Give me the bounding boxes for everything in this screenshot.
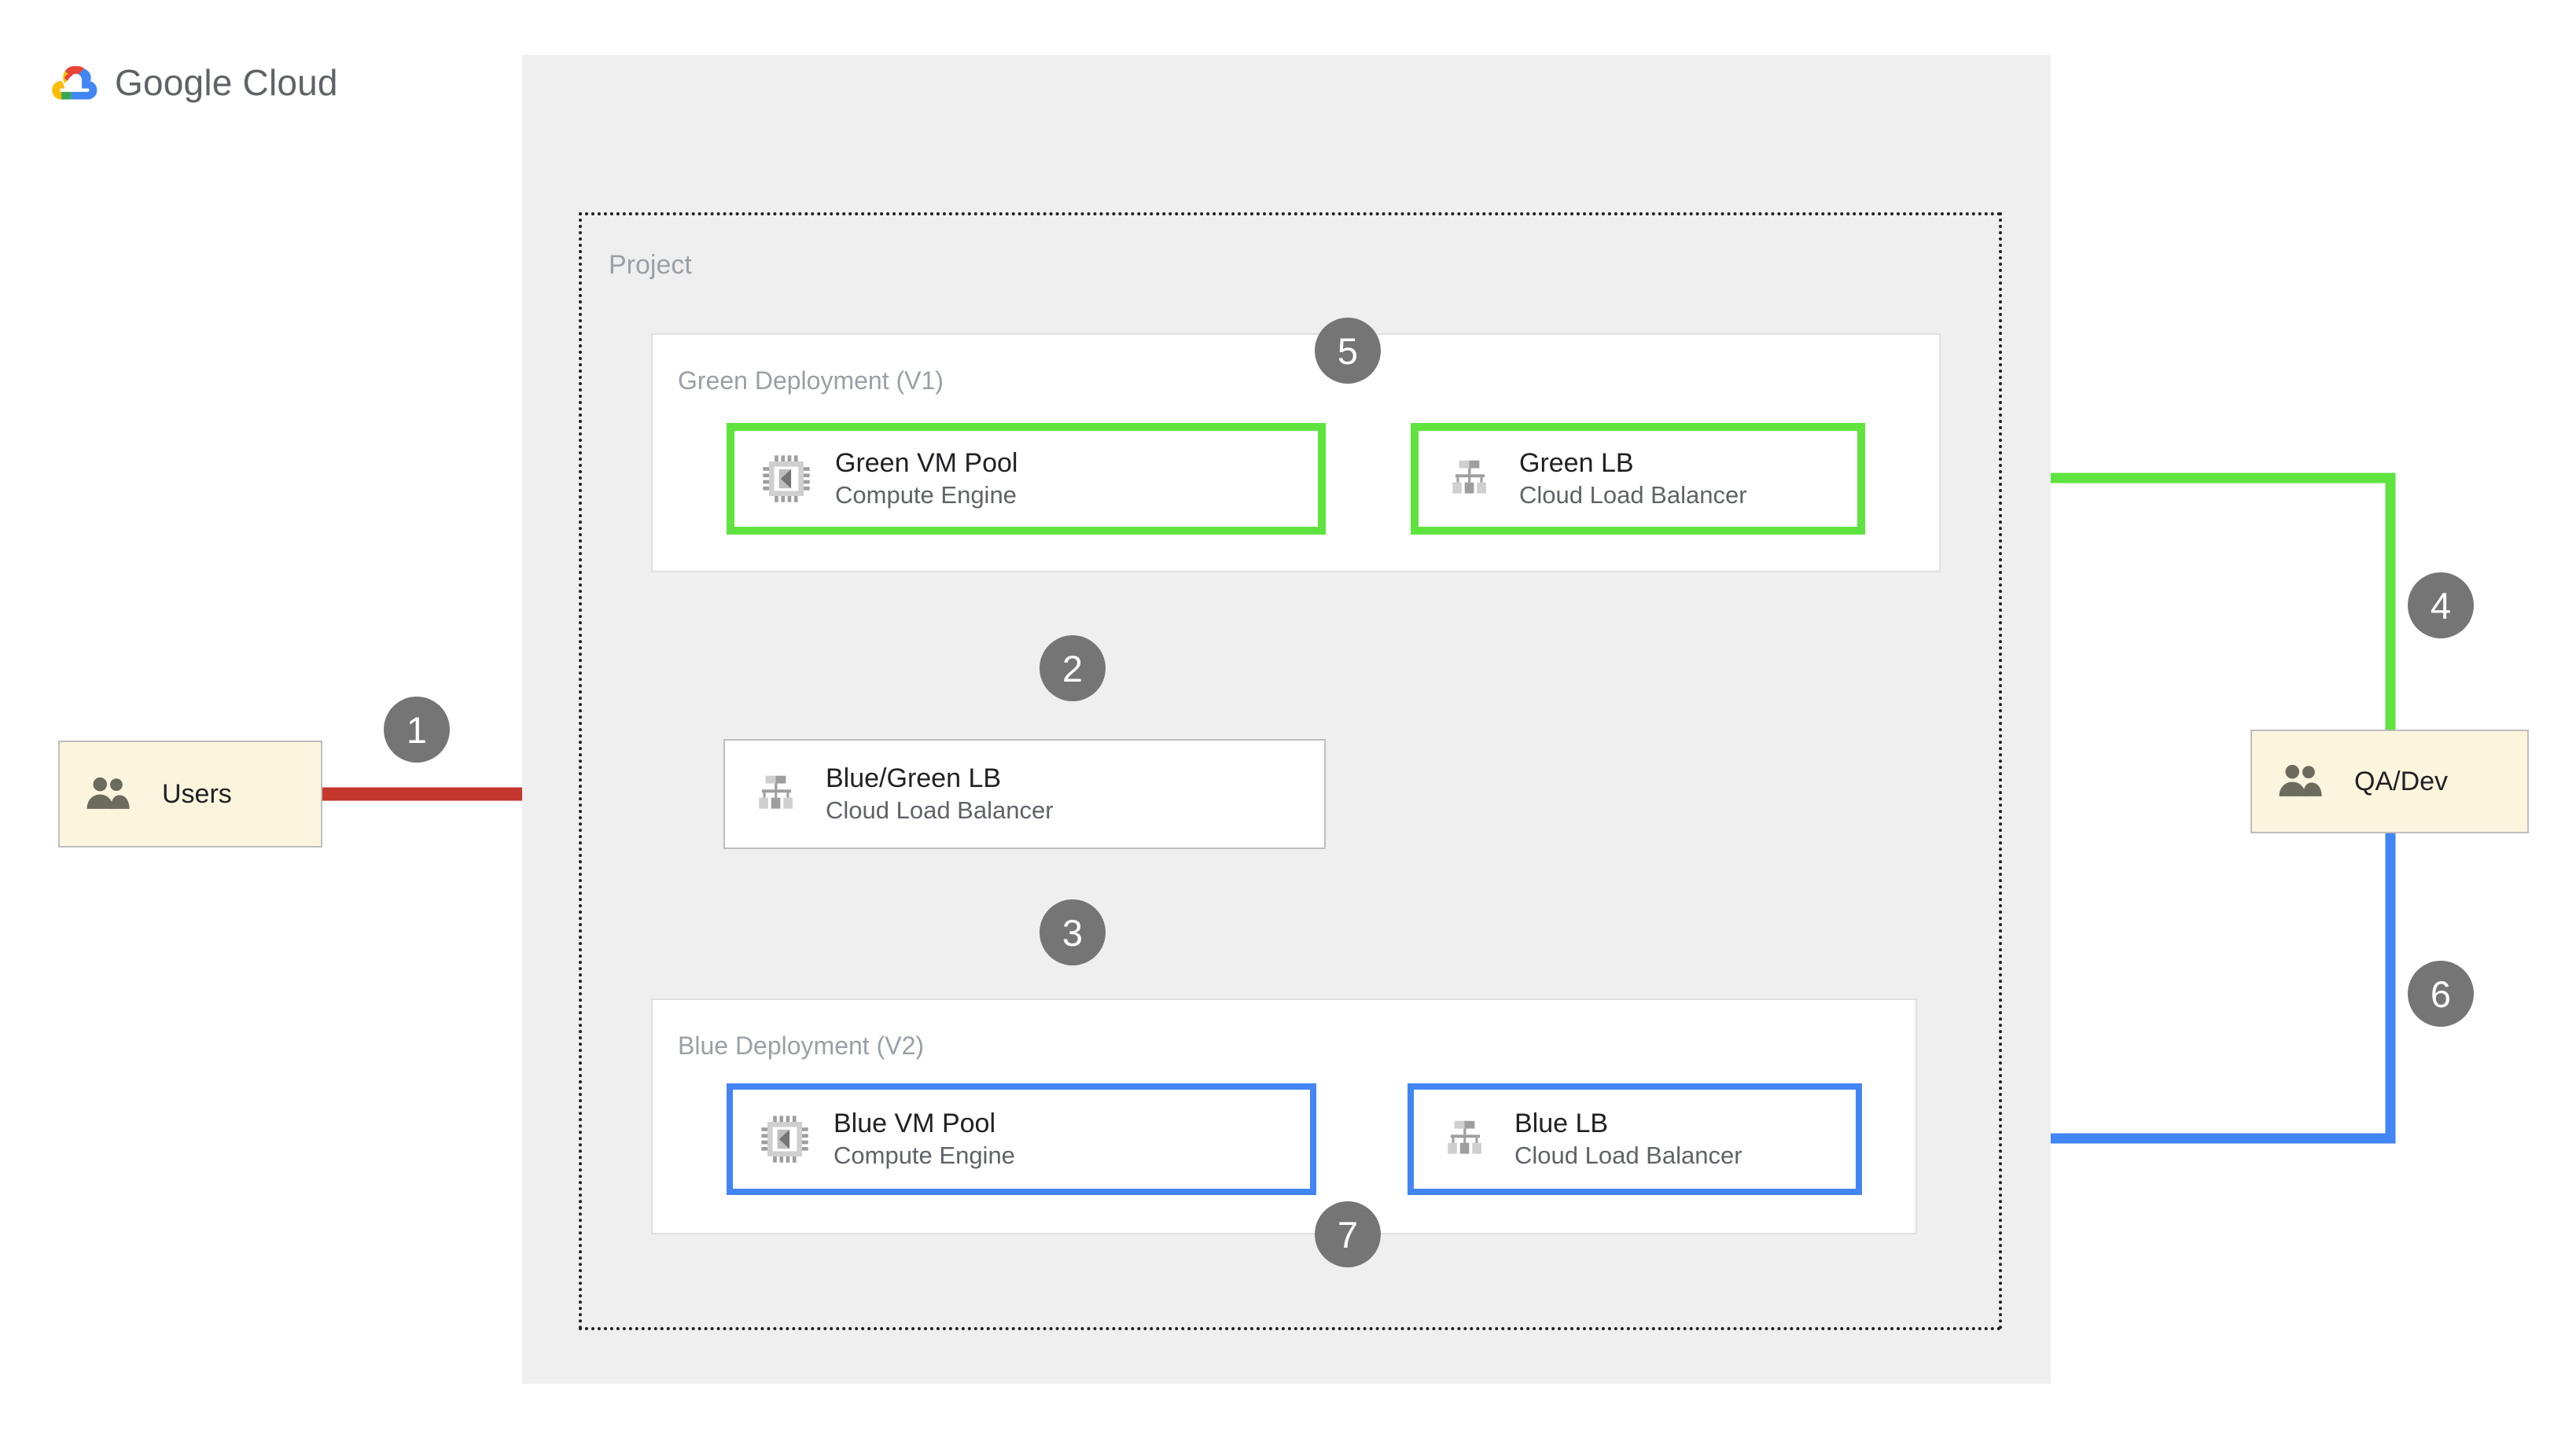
node-title: Green LB	[1519, 448, 1634, 479]
step-badge-1: 1	[384, 697, 450, 763]
google-cloud-logo-text: Google Cloud	[115, 61, 338, 104]
node-subtitle: Cloud Load Balancer	[826, 796, 1054, 824]
node-title: Blue LB	[1514, 1109, 1609, 1139]
step-badge-4: 4	[2408, 572, 2474, 638]
compute-engine-icon	[756, 1111, 813, 1167]
green-deployment-title: Green Deployment (V1)	[678, 366, 944, 395]
node-title: Green VM Pool	[835, 448, 1018, 479]
project-boundary	[579, 212, 2002, 1330]
step-badge-2: 2	[1040, 635, 1106, 701]
step-badge-3: 3	[1040, 899, 1106, 965]
node-bluegreen-lb[interactable]: Blue/Green LB Cloud Load Balancer	[723, 739, 1326, 849]
blue-deployment-title: Blue Deployment (V2)	[678, 1031, 925, 1060]
node-green-lb[interactable]: Green LB Cloud Load Balancer	[1411, 423, 1865, 535]
node-title: Blue VM Pool	[834, 1109, 995, 1139]
node-blue-vm-pool[interactable]: Blue VM Pool Compute Engine	[727, 1083, 1316, 1195]
node-green-vm-pool[interactable]: Green VM Pool Compute Engine	[727, 423, 1326, 535]
node-subtitle: Cloud Load Balancer	[1514, 1141, 1742, 1169]
cloud-load-balancer-icon	[1437, 1111, 1494, 1167]
logo-word-cloud: Cloud	[242, 62, 338, 103]
step-badge-7: 7	[1315, 1201, 1381, 1267]
actor-label: QA/Dev	[2354, 766, 2449, 796]
project-label: Project	[609, 250, 692, 280]
node-title: Blue/Green LB	[826, 763, 1002, 794]
people-icon	[82, 770, 138, 818]
logo-word-google: Google	[115, 62, 233, 103]
google-cloud-branding: Google Cloud	[50, 61, 338, 104]
node-subtitle: Cloud Load Balancer	[1519, 480, 1747, 509]
node-subtitle: Compute Engine	[834, 1141, 1015, 1169]
actor-qa-dev[interactable]: QA/Dev	[2250, 730, 2529, 833]
step-badge-6: 6	[2408, 961, 2474, 1027]
google-cloud-logo-icon	[52, 66, 98, 100]
cloud-load-balancer-icon	[749, 766, 805, 822]
actor-label: Users	[162, 778, 232, 809]
cloud-load-balancer-icon	[1442, 450, 1499, 507]
node-blue-lb[interactable]: Blue LB Cloud Load Balancer	[1408, 1083, 1862, 1195]
compute-engine-icon	[758, 450, 815, 507]
step-badge-5: 5	[1315, 318, 1381, 384]
actor-users[interactable]: Users	[58, 741, 322, 848]
people-icon	[2274, 757, 2331, 806]
node-subtitle: Compute Engine	[835, 480, 1017, 509]
